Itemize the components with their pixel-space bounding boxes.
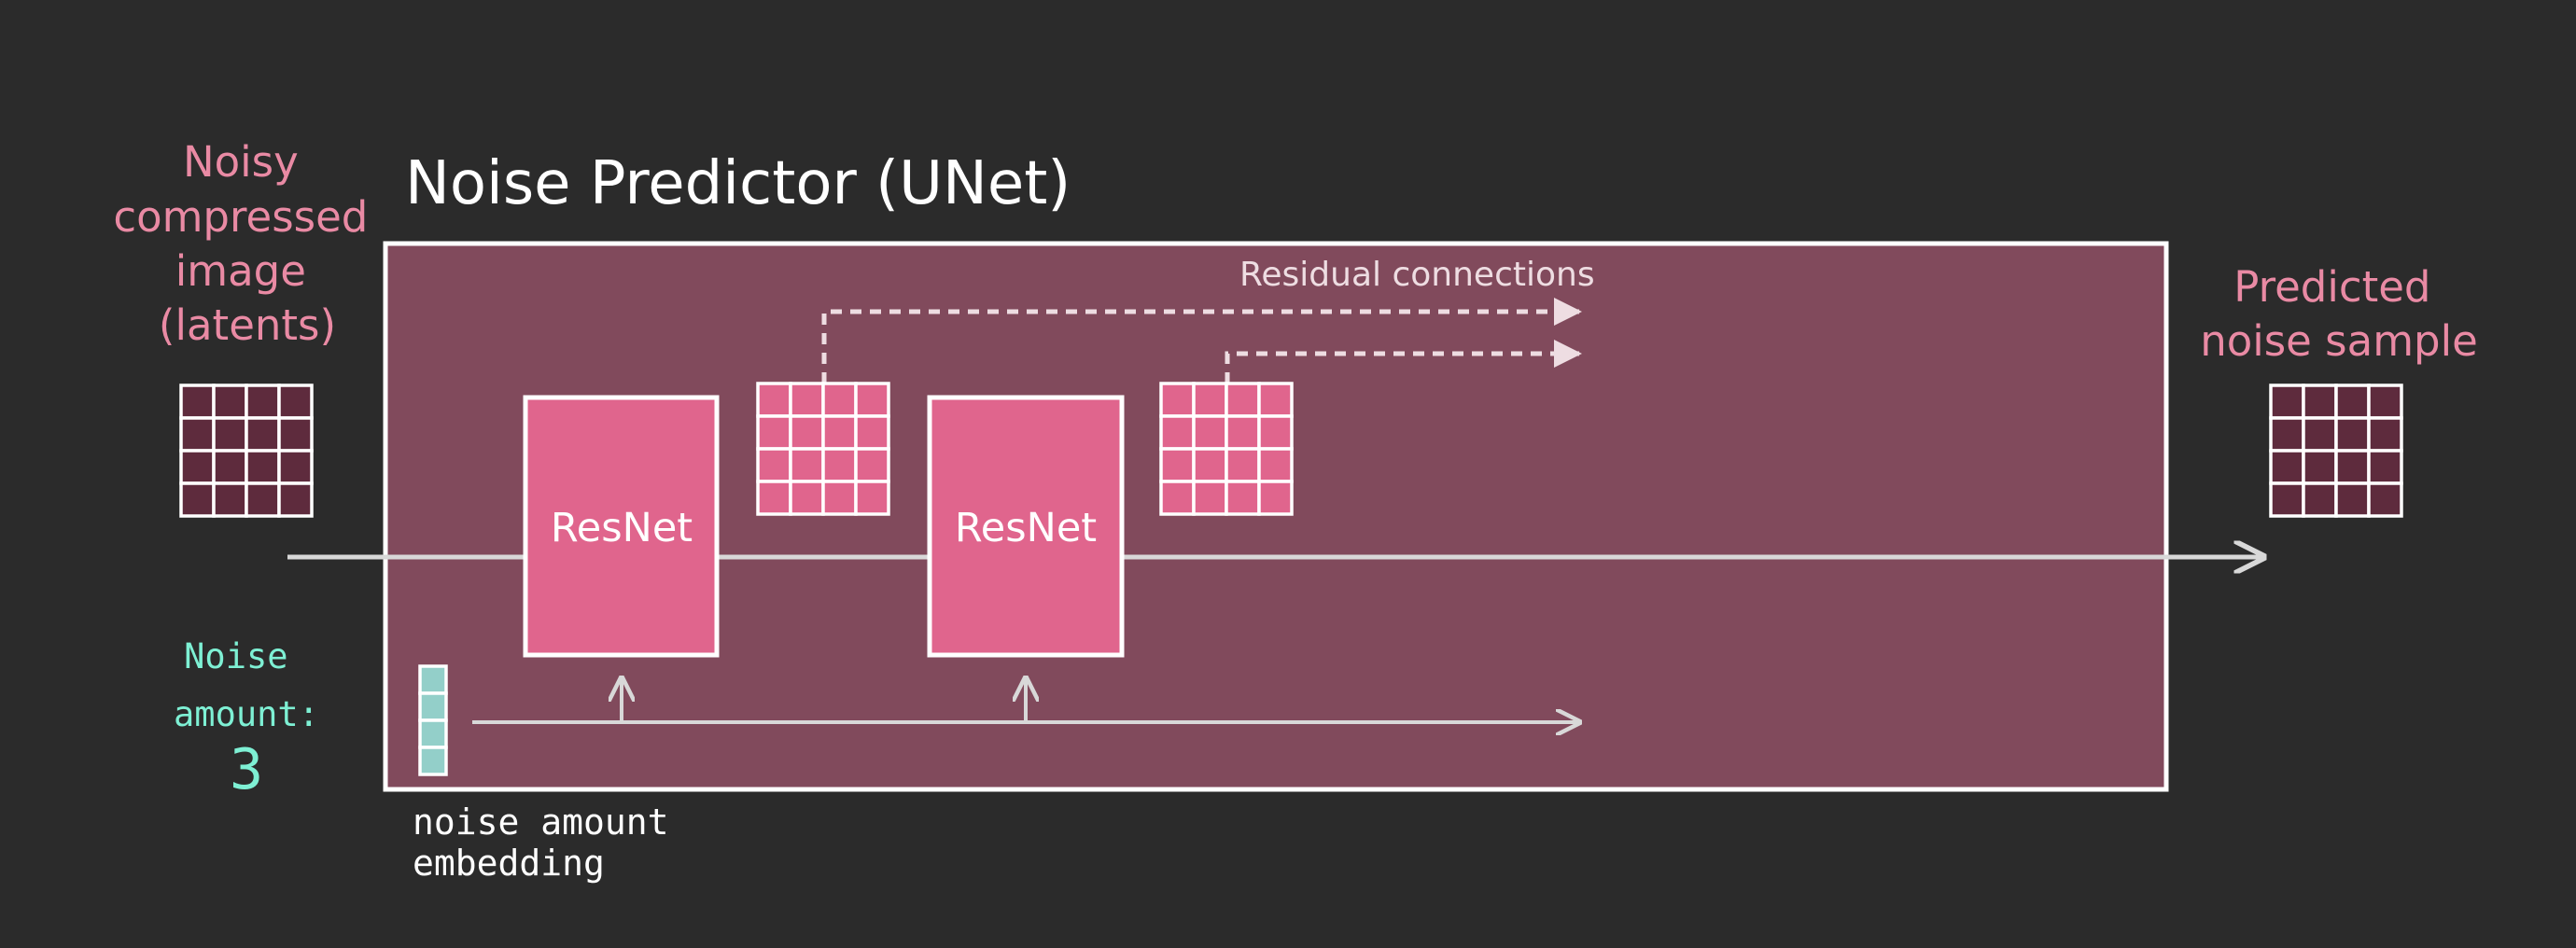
grid-cell bbox=[212, 481, 248, 518]
grid-cell bbox=[821, 447, 858, 483]
grid-cell bbox=[756, 447, 792, 483]
grid-cell bbox=[756, 382, 792, 418]
grid-cell bbox=[1192, 414, 1228, 451]
grid-cell bbox=[2367, 416, 2403, 453]
grid-cell bbox=[2334, 449, 2371, 485]
grid-cell bbox=[789, 382, 825, 418]
grid-cell bbox=[1159, 447, 1196, 483]
grid-cell bbox=[418, 718, 448, 749]
grid-cell bbox=[821, 414, 858, 451]
grid-cell bbox=[2269, 481, 2305, 518]
grid-cell bbox=[179, 383, 216, 420]
resnet-label: ResNet bbox=[955, 505, 1097, 551]
noise-amount-value: 3 bbox=[230, 737, 263, 802]
grid-cell bbox=[789, 480, 825, 516]
noise-amount-label: Noise amount: bbox=[174, 636, 319, 734]
grid-cell bbox=[789, 414, 825, 451]
grid-cell bbox=[2334, 481, 2371, 518]
grid-cell bbox=[179, 481, 216, 518]
grid-cell bbox=[1225, 414, 1261, 451]
grid-cell bbox=[821, 480, 858, 516]
embedding-label: noise amount embedding bbox=[413, 802, 690, 884]
grid-cell bbox=[756, 414, 792, 451]
grid-cell bbox=[854, 414, 890, 451]
grid-cell bbox=[1225, 480, 1261, 516]
grid-cell bbox=[245, 416, 281, 453]
grid-cell bbox=[179, 449, 216, 485]
grid-cell bbox=[245, 481, 281, 518]
noise-embedding-vector bbox=[418, 664, 448, 776]
input-latent-grid bbox=[179, 383, 314, 518]
grid-cell bbox=[212, 416, 248, 453]
residual-connections-label: Residual connections bbox=[1239, 256, 1595, 294]
grid-cell bbox=[854, 447, 890, 483]
grid-cell bbox=[1159, 480, 1196, 516]
residual-connection-2 bbox=[1225, 340, 1582, 383]
grid-cell bbox=[821, 382, 858, 418]
grid-cell bbox=[212, 383, 248, 420]
grid-cell bbox=[245, 383, 281, 420]
grid-cell bbox=[179, 416, 216, 453]
residual-connection-1 bbox=[821, 298, 1582, 383]
grid-cell bbox=[1257, 382, 1294, 418]
grid-cell bbox=[1225, 382, 1261, 418]
grid-cell bbox=[1192, 447, 1228, 483]
grid-cell bbox=[2269, 449, 2305, 485]
grid-cell bbox=[245, 449, 281, 485]
resnet-block-2: ResNet bbox=[927, 395, 1125, 658]
grid-cell bbox=[1192, 480, 1228, 516]
grid-cell bbox=[2334, 416, 2371, 453]
grid-cell bbox=[1225, 447, 1261, 483]
grid-cell bbox=[2302, 383, 2338, 420]
grid-cell bbox=[2302, 416, 2338, 453]
diagram-title: Noise Predictor (UNet) bbox=[405, 149, 1071, 218]
input-label: Noisy compressed image (latents) bbox=[113, 137, 381, 350]
output-noise-grid bbox=[2269, 383, 2403, 518]
grid-cell bbox=[789, 447, 825, 483]
grid-cell bbox=[2269, 416, 2305, 453]
grid-cell bbox=[1257, 414, 1294, 451]
grid-cell bbox=[2302, 449, 2338, 485]
feature-map-grid-1 bbox=[756, 382, 890, 516]
feature-map-grid-2 bbox=[1159, 382, 1294, 516]
grid-cell bbox=[1192, 382, 1228, 418]
grid-cell bbox=[212, 449, 248, 485]
grid-cell bbox=[277, 416, 314, 453]
grid-cell bbox=[1257, 480, 1294, 516]
grid-cell bbox=[418, 746, 448, 776]
output-label: Predicted noise sample bbox=[2200, 262, 2478, 366]
grid-cell bbox=[854, 382, 890, 418]
grid-cell bbox=[2269, 383, 2305, 420]
grid-cell bbox=[418, 691, 448, 722]
resnet-label: ResNet bbox=[551, 505, 693, 551]
grid-cell bbox=[277, 449, 314, 485]
grid-cell bbox=[2367, 383, 2403, 420]
grid-cell bbox=[2367, 481, 2403, 518]
grid-cell bbox=[1159, 414, 1196, 451]
grid-cell bbox=[2334, 383, 2371, 420]
grid-cell bbox=[1257, 447, 1294, 483]
grid-cell bbox=[418, 664, 448, 695]
grid-cell bbox=[1159, 382, 1196, 418]
grid-cell bbox=[2302, 481, 2338, 518]
grid-cell bbox=[277, 481, 314, 518]
grid-cell bbox=[756, 480, 792, 516]
grid-cell bbox=[2367, 449, 2403, 485]
grid-cell bbox=[854, 480, 890, 516]
grid-cell bbox=[277, 383, 314, 420]
resnet-block-1: ResNet bbox=[523, 395, 720, 658]
